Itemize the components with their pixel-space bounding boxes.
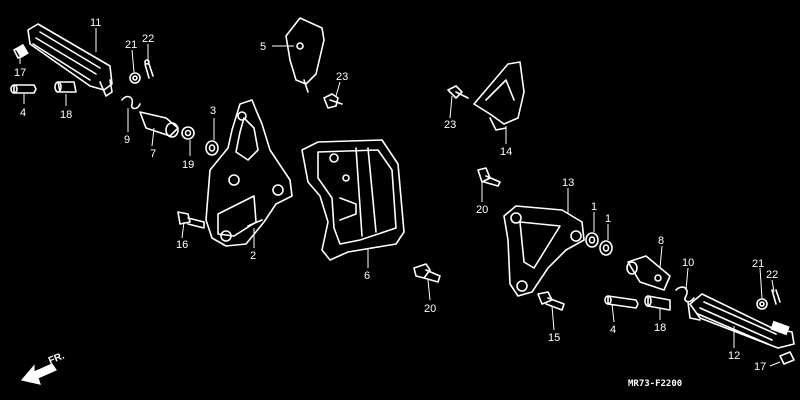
callout-3: 3 [210, 105, 216, 117]
return-spring-right [675, 286, 695, 303]
washer-right [756, 298, 768, 310]
callout-23: 23 [336, 71, 348, 83]
callout-18: 18 [60, 109, 72, 121]
bolt-20-right [477, 167, 501, 187]
callout-17: 17 [14, 67, 26, 79]
step-holder-left [205, 99, 293, 247]
callout-4: 4 [20, 107, 26, 119]
heel-guard-large [301, 139, 405, 261]
bolt-15 [537, 291, 565, 311]
callout-16: 16 [176, 239, 188, 251]
cotter-pin-right [771, 289, 781, 305]
heel-guard-right-small [473, 61, 525, 131]
heel-guard-small [285, 17, 325, 93]
callout-18-right: 18 [654, 322, 666, 334]
callout-15: 15 [548, 332, 560, 344]
detent-bracket-left [139, 111, 179, 138]
callout-1b: 1 [605, 213, 611, 225]
collar-1b [599, 240, 613, 256]
callout-21: 21 [125, 39, 137, 51]
detent-bracket-right [626, 255, 671, 291]
collar-right [644, 295, 671, 311]
callout-14: 14 [500, 146, 512, 158]
callout-12: 12 [728, 350, 740, 362]
cotter-pin-left [144, 59, 154, 79]
callout-22-right: 22 [766, 269, 778, 281]
callout-23-right: 23 [444, 119, 456, 131]
bolt-23-top [323, 93, 343, 109]
washer-left [129, 72, 141, 84]
callout-19: 19 [182, 159, 194, 171]
callout-5: 5 [260, 41, 266, 53]
callout-4-right: 4 [610, 324, 616, 336]
washer-3 [205, 140, 219, 156]
collar-1a [585, 232, 599, 248]
front-direction-marker: FR. [20, 350, 66, 385]
callout-21-right: 21 [752, 258, 764, 270]
pivot-pin-right [604, 295, 639, 309]
bolt-23-right [447, 85, 469, 99]
step-holder-right [503, 205, 585, 297]
callout-17-right: 17 [754, 361, 766, 373]
callout-9: 9 [124, 134, 130, 146]
spring-pin-right [779, 351, 795, 365]
callout-2: 2 [250, 250, 256, 262]
footpeg-right [687, 293, 795, 349]
return-spring-left [121, 95, 141, 110]
callout-13: 13 [562, 177, 574, 189]
pivot-pin-left [10, 84, 37, 94]
leader-lines [19, 28, 781, 367]
callout-22: 22 [142, 33, 154, 45]
callout-6: 6 [364, 270, 370, 282]
collar-left [54, 81, 77, 93]
diagram-code: MR73-F2200 [628, 379, 682, 389]
washer-19 [181, 126, 195, 140]
callout-7: 7 [150, 148, 156, 160]
front-label: FR. [47, 350, 66, 366]
spring-pin-left [13, 45, 27, 59]
callout-1a: 1 [591, 201, 597, 213]
bolt-20-middle [413, 263, 441, 283]
callout-20: 20 [424, 303, 436, 315]
bolt-16 [177, 211, 205, 229]
callout-11: 11 [90, 17, 101, 29]
callout-20-right: 20 [476, 204, 488, 216]
callout-labels: 11 17 4 18 21 22 9 7 3 19 16 2 5 23 6 20… [14, 17, 778, 373]
callout-10: 10 [682, 257, 694, 269]
callout-8: 8 [658, 235, 664, 247]
front-arrow-icon [20, 363, 57, 385]
